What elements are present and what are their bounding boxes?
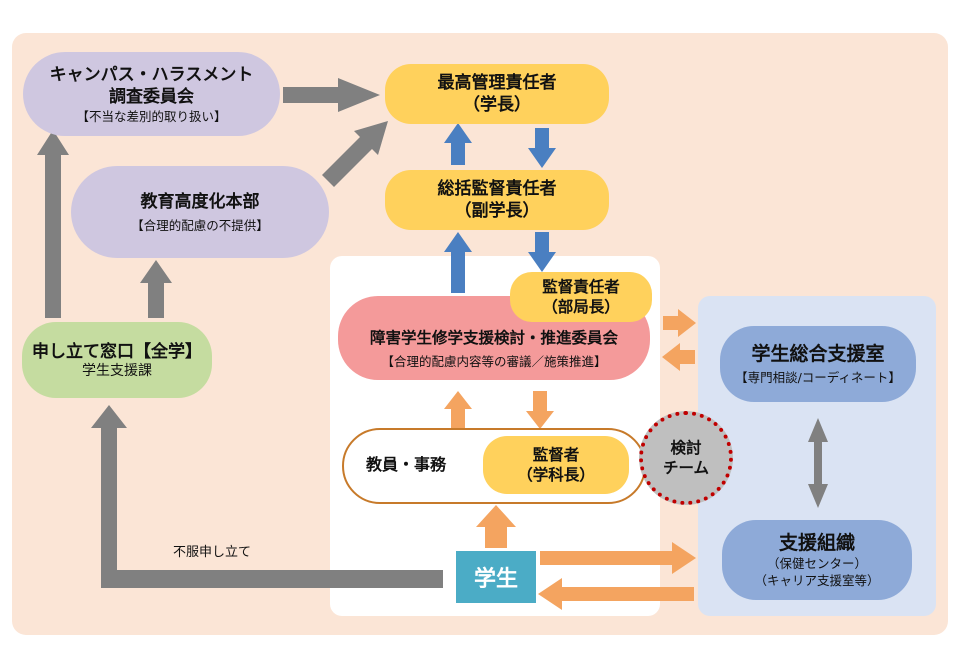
general-supervisor-box: 総括監督責任者 （副学長）	[385, 170, 609, 230]
arrow-office-org	[808, 418, 828, 508]
committee-subtitle: 【不当な差別的取り扱い】	[76, 108, 227, 124]
arrow-window-to-education	[140, 260, 172, 318]
supervisor-box: 監督責任者 （部局長）	[510, 272, 652, 322]
arrow-student-to-org	[540, 542, 696, 574]
overseer-box: 監督者 （学科長）	[483, 436, 629, 494]
arrow-office-to-committee	[662, 343, 695, 371]
support-committee-subtitle: 【合理的配慮内容等の審議／施策推進】	[381, 354, 607, 369]
support-org-sub2: （キャリア支援室等）	[754, 573, 880, 588]
student-support-office: 学生総合支援室 【専門相談/コーディネート】	[720, 326, 916, 402]
supervisor-title: 監督責任者	[542, 278, 620, 296]
arrow-faculty-to-committee	[444, 391, 472, 432]
supervisor-subtitle: （部局長）	[542, 298, 620, 316]
campus-harassment-committee: キャンパス・ハラスメント 調査委員会 【不当な差別的取り扱い】	[23, 52, 280, 136]
overseer-title: 監督者	[532, 446, 580, 464]
arrow-committee-to-overseer	[526, 391, 554, 429]
arrow-committee-to-top	[283, 78, 380, 112]
education-hq-subtitle: 【合理的配慮の不提供】	[131, 217, 269, 233]
arrow-top-to-general	[528, 128, 556, 168]
arrow-general-to-supervisor	[528, 232, 556, 272]
education-headquarters: 教育高度化本部 【合理的配慮の不提供】	[71, 166, 329, 258]
support-org-title: 支援組織	[778, 532, 855, 554]
committee-title-line1: キャンパス・ハラスメント	[49, 64, 254, 85]
review-team-line2: チーム	[662, 459, 710, 477]
arrow-window-to-committee	[37, 130, 69, 318]
student-box: 学生	[456, 551, 536, 603]
education-hq-title: 教育高度化本部	[140, 191, 260, 212]
support-office-subtitle: 【専門相談/コーディネート】	[735, 370, 901, 385]
general-supervisor-title: 総括監督責任者	[437, 179, 557, 199]
arrow-education-to-top	[322, 121, 388, 187]
arrow-committee-to-general	[444, 232, 472, 293]
application-window-title: 申し立て窓口【全学】	[32, 341, 202, 362]
application-window-subtitle: 学生支援課	[82, 362, 152, 379]
arrow-org-to-student	[538, 578, 694, 610]
review-team-line1: 検討	[670, 439, 702, 457]
support-office-title: 学生総合支援室	[751, 343, 885, 365]
top-manager-subtitle: （学長）	[463, 95, 531, 115]
arrow-student-to-faculty	[476, 505, 516, 548]
appeal-label: 不服申し立て	[173, 545, 252, 560]
review-team-circle: 検討 チーム	[639, 411, 733, 505]
student-label: 学生	[473, 567, 518, 592]
top-manager-box: 最高管理責任者 （学長）	[385, 64, 609, 124]
support-organization: 支援組織 （保健センター） （キャリア支援室等）	[722, 520, 912, 600]
arrow-general-to-top	[444, 123, 472, 165]
support-committee-title: 障害学生修学支援検討・推進委員会	[369, 329, 618, 347]
support-org-sub1: （保健センター）	[766, 556, 867, 571]
general-supervisor-subtitle: （副学長）	[454, 201, 540, 221]
support-committee-box: 障害学生修学支援検討・推進委員会 【合理的配慮内容等の審議／施策推進】	[338, 296, 650, 380]
arrow-committee-to-office	[663, 309, 696, 337]
overseer-subtitle: （学科長）	[517, 466, 595, 484]
top-manager-title: 最高管理責任者	[437, 73, 557, 93]
committee-title-line2: 調査委員会	[109, 86, 194, 107]
application-window: 申し立て窓口【全学】 学生支援課	[22, 322, 212, 398]
faculty-staff-label: 教員・事務	[366, 455, 447, 474]
